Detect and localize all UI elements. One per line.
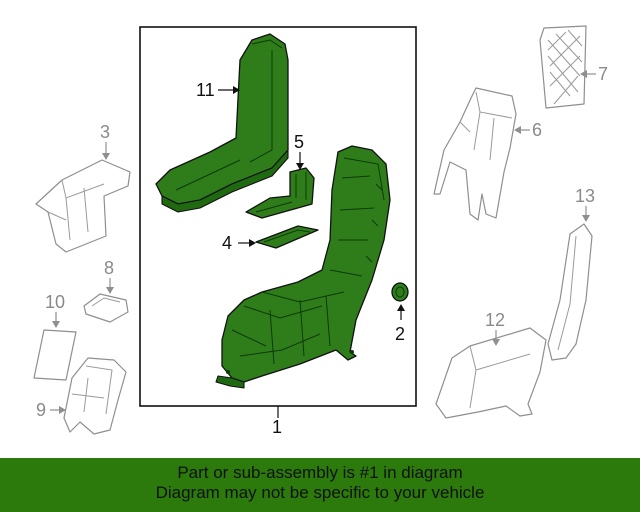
callout-1[interactable]: 1 bbox=[272, 417, 282, 437]
callout-4-arrow bbox=[249, 239, 256, 247]
part-8-clip[interactable] bbox=[83, 293, 129, 323]
callout-2[interactable]: 2 bbox=[395, 324, 405, 344]
callout-9[interactable]: 9 bbox=[36, 400, 46, 420]
banner-line-2: Diagram may not be specific to your vehi… bbox=[155, 483, 485, 502]
part-2-cap[interactable] bbox=[391, 282, 409, 302]
callout-8[interactable]: 8 bbox=[104, 258, 114, 278]
callout-7-arrow bbox=[580, 70, 587, 78]
part-9-housing[interactable] bbox=[63, 357, 127, 435]
callout-6-arrow bbox=[514, 126, 521, 134]
callout-12[interactable]: 12 bbox=[485, 310, 505, 330]
part-13-side-trim[interactable] bbox=[547, 223, 593, 361]
callout-13-arrow bbox=[582, 215, 590, 222]
part-4-pad[interactable] bbox=[255, 225, 319, 249]
callout-10-arrow bbox=[52, 321, 60, 328]
callout-12-arrow bbox=[492, 339, 500, 346]
callout-2-arrow bbox=[397, 304, 405, 311]
part-10-mat[interactable] bbox=[33, 329, 77, 381]
callout-13[interactable]: 13 bbox=[575, 186, 595, 206]
part-7-mesh-panel[interactable] bbox=[539, 25, 587, 109]
callout-10[interactable]: 10 bbox=[45, 292, 65, 312]
callout-8-arrow bbox=[106, 287, 114, 294]
callout-9-arrow bbox=[59, 406, 66, 414]
callout-3[interactable]: 3 bbox=[100, 122, 110, 142]
callout-11[interactable]: 11 bbox=[196, 80, 215, 100]
banner-line-1: Part or sub-assembly is #1 in diagram bbox=[177, 463, 463, 482]
parts-diagram: 1 11 5 4 2 bbox=[33, 25, 608, 437]
part-1-console-base[interactable] bbox=[215, 145, 391, 389]
callout-4[interactable]: 4 bbox=[222, 233, 232, 253]
callout-6[interactable]: 6 bbox=[532, 120, 542, 140]
part-5-bracket[interactable] bbox=[245, 167, 315, 219]
info-banner: Part or sub-assembly is #1 in diagram Di… bbox=[0, 458, 640, 512]
callout-3-arrow bbox=[102, 153, 110, 160]
callout-5[interactable]: 5 bbox=[294, 132, 304, 152]
part-11-armrest-lid[interactable] bbox=[155, 33, 289, 213]
part-3-storage-bin[interactable] bbox=[35, 159, 131, 253]
callout-5-arrow bbox=[296, 163, 304, 170]
callout-11-arrow bbox=[233, 86, 240, 94]
part-6-bracket-frame[interactable] bbox=[433, 87, 517, 221]
callout-7[interactable]: 7 bbox=[598, 64, 608, 84]
part-12-lower-panel[interactable] bbox=[435, 327, 547, 419]
